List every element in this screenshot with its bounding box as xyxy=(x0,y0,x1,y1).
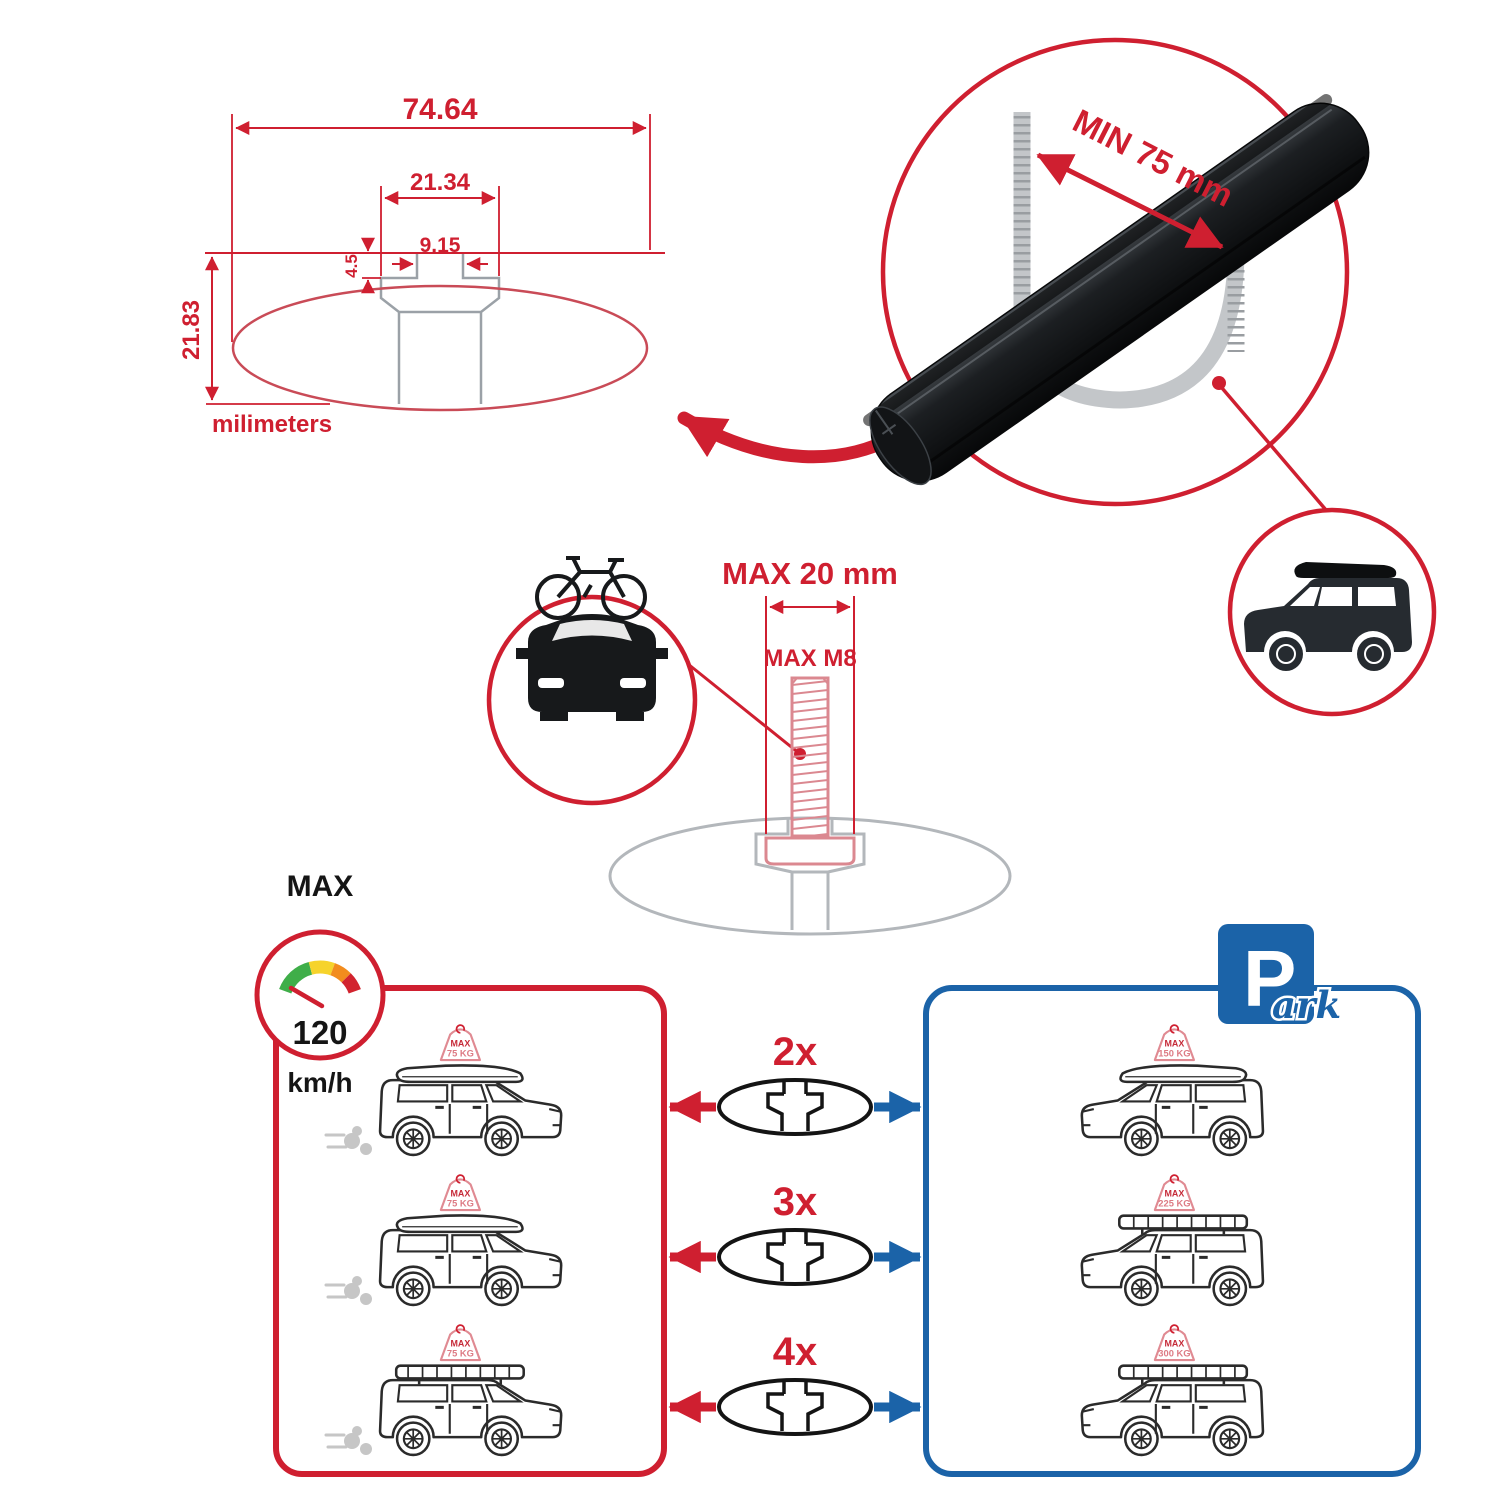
park-sign: P ark xyxy=(1218,924,1344,1030)
speed-lines-icon xyxy=(324,1133,348,1449)
badge-label: MAX xyxy=(451,1038,471,1048)
crossbar-section-icon xyxy=(717,1078,873,1136)
badge-label: MAX xyxy=(1165,1188,1185,1198)
profile-ellipse-outline xyxy=(231,284,649,412)
profile-channel-outline xyxy=(379,253,501,404)
bar-count-rows: 2x 3x 4x xyxy=(668,1030,922,1436)
bike-on-car-icon xyxy=(486,556,698,806)
load-badge: MAX 300 KG xyxy=(1153,1324,1196,1362)
dim-slot-width: 9.15 xyxy=(420,234,461,257)
suv-roofbox-icon xyxy=(1244,562,1412,671)
gauge-needle-icon xyxy=(288,985,325,1009)
gauge-circle xyxy=(254,929,386,1061)
mounting-bolt-diagram: MAX 20 mm MAX M8 xyxy=(486,556,1012,936)
dim-total-width: 74.64 xyxy=(402,93,477,126)
badge-label: MAX xyxy=(451,1188,471,1198)
park-letter: P xyxy=(1243,934,1296,1023)
callout-dot xyxy=(1212,376,1226,390)
badge-value: 225 KG xyxy=(1158,1199,1190,1209)
load-badge: MAX 75 KG xyxy=(439,1024,482,1062)
park-sign-board xyxy=(1218,924,1314,1024)
load-badge: MAX 150 KG xyxy=(1153,1024,1196,1062)
badge-value: 75 KG xyxy=(447,1349,474,1359)
badge-value: 75 KG xyxy=(447,1199,474,1209)
driving-cars xyxy=(324,1064,563,1457)
max-head-label: MAX 20 mm xyxy=(722,556,898,591)
max-thread-label: MAX M8 xyxy=(763,645,856,672)
badge-value: 300 KG xyxy=(1158,1349,1190,1359)
badge-label: MAX xyxy=(1165,1338,1185,1348)
park-suffix: ark xyxy=(1272,983,1341,1027)
load-badge: MAX 225 KG xyxy=(1153,1174,1196,1212)
speed-value: 120 xyxy=(292,1014,347,1051)
gauge-arc-icon xyxy=(279,960,361,994)
multiplier-0: 2x xyxy=(773,1030,818,1074)
dim-channel-width: 21.34 xyxy=(410,169,471,196)
badge-value: 150 KG xyxy=(1158,1049,1190,1059)
badge-label: MAX xyxy=(1165,1038,1185,1048)
crossbar-section-icon xyxy=(717,1228,873,1286)
speed-max-label: MAX xyxy=(287,870,354,903)
dim-total-height: 21.83 xyxy=(178,300,205,360)
multiplier-1: 3x xyxy=(773,1180,818,1224)
exhaust-smoke-icon xyxy=(344,1126,372,1455)
speed-units: km/h xyxy=(287,1067,352,1098)
profile-dimension-diagram: 74.64 21.34 9.15 4.5 21.83 milimeters xyxy=(178,93,665,438)
crossbar-section-icon xyxy=(717,1378,873,1436)
load-badge: MAX 75 KG xyxy=(439,1324,482,1362)
units-label: milimeters xyxy=(212,411,332,438)
crossbar-detail: MIN 75 mm xyxy=(863,37,1437,717)
speed-gauge: MAX 120 km/h xyxy=(254,870,386,1098)
suv-circle xyxy=(1227,507,1437,717)
badge-value: 75 KG xyxy=(447,1049,474,1059)
load-badges: MAX 75 KG MAX 75 KG MAX 75 KG MAX 150 KG… xyxy=(439,1024,1196,1362)
load-badge: MAX 75 KG xyxy=(439,1174,482,1212)
dim-lip-height: 4.5 xyxy=(342,254,361,278)
multiplier-2: 4x xyxy=(773,1330,818,1374)
badge-label: MAX xyxy=(451,1338,471,1348)
t-bolt-icon xyxy=(764,676,856,866)
